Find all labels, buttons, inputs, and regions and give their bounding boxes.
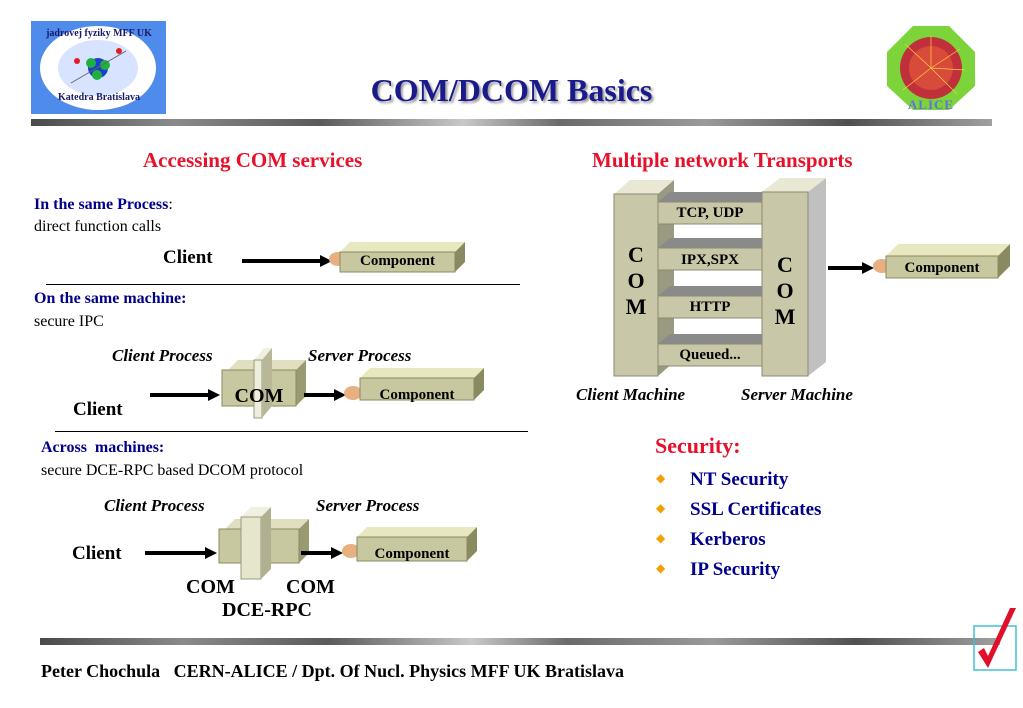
com-left-c: C <box>628 242 644 267</box>
diagram-same-process <box>242 242 465 273</box>
security-item-label: SSL Certificates <box>690 499 822 520</box>
department-logo <box>31 21 166 114</box>
network-component-diagram <box>828 244 1010 279</box>
security-item-label: Kerberos <box>690 529 766 550</box>
transport-queued: Queued... <box>679 347 741 363</box>
logo-text-top: jadrovej fyziky MFF UK <box>46 28 152 39</box>
security-item-3: ◆ Kerberos <box>656 529 766 550</box>
same-process-colon: : <box>168 196 173 213</box>
same-process-heading-line: In the same Process: <box>34 196 173 214</box>
security-item-2: ◆ SSL Certificates <box>656 499 821 520</box>
transport-diagram <box>613 178 826 377</box>
diamond-bullet-icon: ◆ <box>656 471 666 485</box>
client-process-label-2: Client Process <box>104 496 205 515</box>
title-divider <box>31 119 992 126</box>
com-left-o: O <box>627 268 645 293</box>
security-item-1: ◆ NT Security <box>656 469 788 490</box>
com-right-c: C <box>777 252 793 277</box>
com-label-1: COM <box>234 385 284 407</box>
divider-2 <box>55 431 528 432</box>
logo-text-bottom: Katedra Bratislava <box>58 92 140 103</box>
dce-rpc-label: DCE-RPC <box>222 599 312 621</box>
com-right-m: M <box>774 304 796 329</box>
com-label-3: COM <box>286 576 335 598</box>
diamond-bullet-icon: ◆ <box>656 531 666 545</box>
client-label-2: Client <box>73 399 123 420</box>
footer-divider <box>40 638 1000 645</box>
transport-ipx-spx: IPX,SPX <box>681 252 739 268</box>
security-item-label: NT Security <box>690 469 789 490</box>
transport-tcp-udp: TCP, UDP <box>676 205 744 221</box>
left-heading: Accessing COM services <box>143 148 363 172</box>
com-left-m: M <box>625 294 647 319</box>
client-label-3: Client <box>72 543 122 564</box>
footer-author: Peter Chochula <box>41 661 161 681</box>
transport-http: HTTP <box>689 299 731 315</box>
checkmark-button[interactable] <box>972 604 1020 676</box>
security-item-4: ◆ IP Security <box>656 559 780 580</box>
same-process-desc: direct function calls <box>34 218 162 235</box>
com-right-o: O <box>776 278 794 303</box>
component-1: Component <box>359 253 435 269</box>
component-3: Component <box>374 546 450 562</box>
across-heading: Across machines: <box>41 439 165 456</box>
across-desc: secure DCE-RPC based DCOM protocol <box>41 462 304 479</box>
same-process-heading: In the same Process <box>34 196 169 213</box>
footer-affiliation: CERN-ALICE / Dpt. Of Nucl. Physics MFF U… <box>173 661 624 681</box>
page-title: COM/DCOM Basics <box>370 72 653 108</box>
diagram-across-machines <box>145 507 477 580</box>
component-4: Component <box>904 260 980 276</box>
client-machine-label: Client Machine <box>576 385 686 404</box>
client-process-label-1: Client Process <box>112 346 213 365</box>
com-label-2: COM <box>186 576 235 598</box>
alice-logo-text: ALICE <box>907 97 955 112</box>
server-process-label-1: Server Process <box>308 346 412 365</box>
security-item-label: IP Security <box>690 559 781 580</box>
diagram-same-machine <box>150 348 484 419</box>
server-process-label-2: Server Process <box>316 496 420 515</box>
diamond-bullet-icon: ◆ <box>656 561 666 575</box>
server-machine-label: Server Machine <box>741 385 853 404</box>
right-heading: Multiple network Transports <box>592 148 853 172</box>
alice-logo <box>885 24 977 112</box>
footer-text: Peter Chochula CERN-ALICE / Dpt. Of Nucl… <box>41 661 624 682</box>
client-label-1: Client <box>163 247 213 268</box>
divider-1 <box>46 284 520 285</box>
component-2: Component <box>379 387 455 403</box>
diamond-bullet-icon: ◆ <box>656 501 666 515</box>
same-machine-desc: secure IPC <box>34 313 104 330</box>
security-heading: Security: <box>655 433 741 458</box>
same-machine-heading: On the same machine: <box>34 290 187 307</box>
